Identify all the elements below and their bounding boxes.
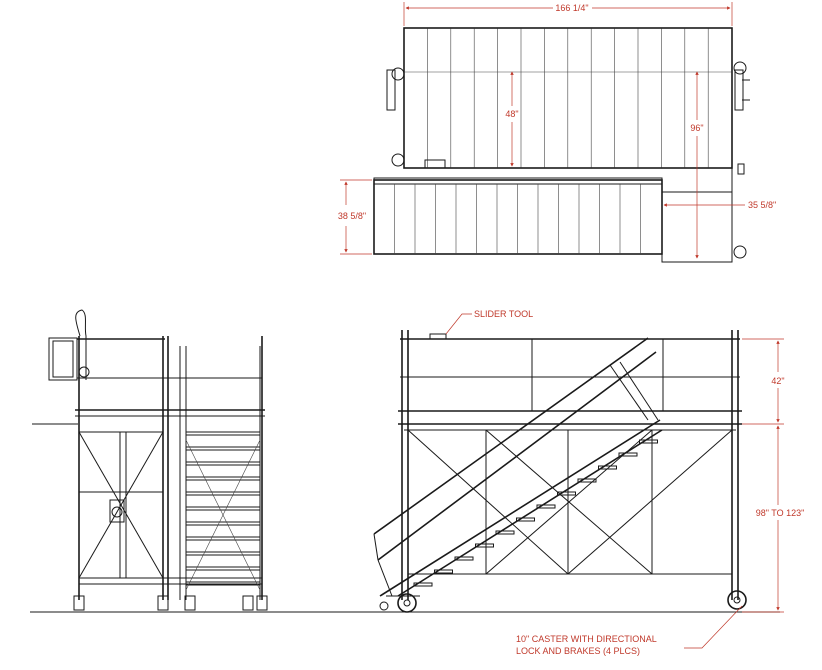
stair-rung — [185, 461, 261, 466]
stair-tread — [413, 582, 433, 587]
stair-tread — [495, 530, 515, 535]
plan-dimensions: 166 1/4" 48" 96" 38 5/8" 35 5/8" — [338, 2, 776, 259]
side-elevation-view — [373, 330, 747, 613]
caster — [242, 595, 254, 611]
stair-tread — [536, 504, 556, 509]
plan-view — [373, 27, 750, 263]
slider-tool-note: SLIDER TOOL — [474, 309, 533, 319]
stair-rung — [185, 521, 261, 526]
stair-rung — [185, 581, 261, 586]
stair-rung — [185, 566, 261, 571]
caster-note-line1: 10" CASTER WITH DIRECTIONAL — [516, 634, 657, 644]
dim-deck-depth: 48" — [505, 109, 518, 119]
stair-rung — [185, 491, 261, 496]
callouts: SLIDER TOOL 10" CASTER WITH DIRECTIONAL … — [445, 309, 743, 656]
stair-tread — [577, 478, 597, 483]
stair-tread — [434, 569, 453, 574]
caster-note-line2: LOCK AND BRAKES (4 PLCS) — [516, 646, 640, 656]
stair-rung — [185, 476, 261, 481]
stair-tread — [598, 465, 617, 470]
end-elevation-view — [32, 309, 268, 611]
caster — [157, 595, 169, 611]
stair-tread — [475, 543, 494, 548]
dim-overall-depth: 96" — [690, 123, 703, 133]
stair-tread — [454, 556, 474, 561]
dim-right-offset: 35 5/8" — [748, 200, 776, 210]
stair-rung — [185, 431, 261, 436]
elevation-dimensions: 42" 98" TO 123" — [742, 338, 805, 613]
stair-rung — [185, 446, 261, 451]
stair-tread — [516, 517, 535, 522]
caster — [256, 595, 268, 611]
dim-top-width: 166 1/4" — [555, 3, 588, 13]
dim-stair-width: 38 5/8" — [338, 211, 366, 221]
caster — [184, 595, 196, 611]
caster — [73, 595, 85, 611]
stair-tread — [618, 452, 638, 457]
stair-rung — [185, 551, 261, 556]
stair-rung — [185, 536, 261, 541]
stair-tread — [557, 491, 576, 496]
dim-guardrail-height: 42" — [771, 376, 784, 386]
dim-platform-height: 98" TO 123" — [756, 508, 805, 518]
stair-tread — [639, 439, 658, 444]
stair-rung — [185, 506, 261, 511]
